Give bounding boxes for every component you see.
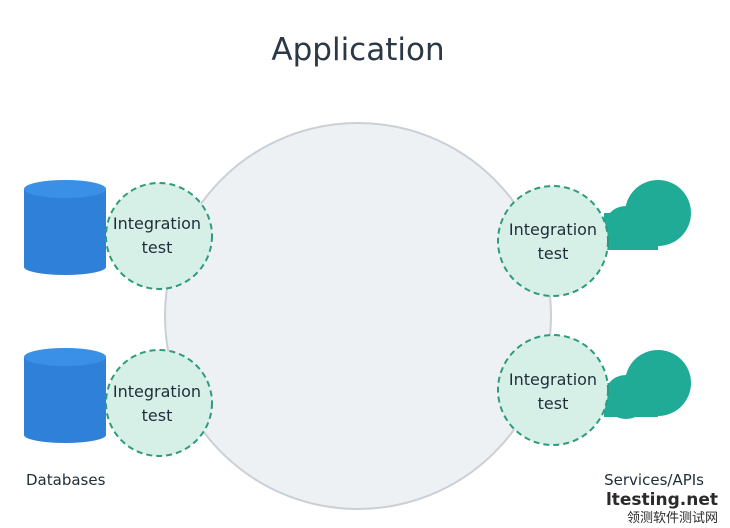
cloud-icon — [604, 180, 691, 250]
integration-test-node: Integration test — [497, 185, 609, 297]
services-label: Services/APIs — [604, 471, 704, 489]
integration-test-label: Integration — [113, 214, 201, 233]
application-circle — [164, 122, 552, 510]
watermark-sub: 领测软件测试网 — [627, 511, 718, 526]
integration-test-label: test — [142, 238, 173, 257]
watermark-main: ltesting.net — [606, 490, 718, 510]
integration-test-label: test — [538, 394, 569, 413]
integration-test-label: test — [538, 244, 569, 263]
integration-test-label: Integration — [113, 382, 201, 401]
databases-label: Databases — [26, 471, 106, 489]
integration-test-node: Integration test — [105, 182, 213, 290]
database-icon — [24, 348, 106, 443]
integration-test-label: Integration — [509, 370, 597, 389]
integration-test-node: Integration test — [497, 334, 609, 446]
integration-test-node: Integration test — [105, 349, 213, 457]
database-icon — [24, 180, 106, 275]
page-title: Application — [271, 32, 444, 68]
integration-test-label: test — [142, 406, 173, 425]
cloud-icon — [604, 350, 691, 419]
integration-test-label: Integration — [509, 220, 597, 239]
